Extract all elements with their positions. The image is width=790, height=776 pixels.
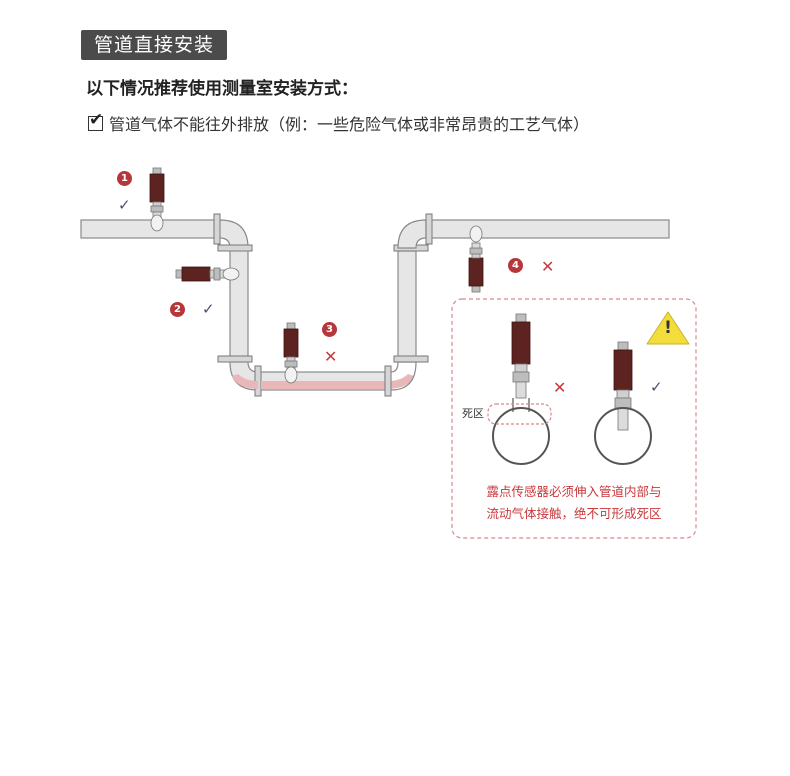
position-1-check-icon: ✓ bbox=[118, 196, 131, 214]
detail-sensor-good bbox=[594, 341, 652, 465]
position-1-badge: 1 bbox=[117, 171, 132, 186]
position-4-cross-icon: ✕ bbox=[541, 257, 555, 276]
dead-zone-label: 死区 bbox=[462, 407, 484, 420]
sensor-3 bbox=[283, 322, 299, 384]
sensor-4 bbox=[468, 225, 484, 293]
detail-box bbox=[451, 298, 697, 539]
section-title: 管道直接安装 bbox=[81, 30, 228, 60]
pipe-elbow-1 bbox=[219, 219, 249, 249]
pipe-flange bbox=[393, 355, 429, 363]
pipe-flange bbox=[217, 244, 253, 252]
sensor-2 bbox=[175, 266, 240, 282]
pipe-left-vertical bbox=[229, 250, 249, 358]
position-3-badge: 3 bbox=[322, 322, 337, 337]
check-item-text: 管道气体不能往外排放（例：一些危险气体或非常昂贵的工艺气体） bbox=[109, 115, 590, 134]
subtitle: 以下情况推荐使用测量室安装方式： bbox=[86, 79, 358, 99]
position-3-cross-icon: ✕ bbox=[324, 347, 338, 366]
pipe-left-horizontal bbox=[80, 213, 221, 245]
position-2-check-icon: ✓ bbox=[202, 300, 215, 318]
detail-sensor-bad bbox=[487, 313, 552, 465]
detail-bad-cross-icon: ✕ bbox=[553, 378, 567, 397]
pipe-right-vertical bbox=[397, 250, 417, 357]
note-line-1: 露点传感器必须伸入管道内部与 bbox=[486, 484, 662, 499]
position-4-badge: 4 bbox=[508, 258, 523, 273]
detail-good-check-icon: ✓ bbox=[650, 378, 663, 396]
sensor-1 bbox=[149, 167, 165, 232]
condensate-layer bbox=[261, 381, 385, 389]
warning-exclamation: ! bbox=[664, 318, 672, 338]
warning-icon bbox=[646, 311, 690, 345]
pipe-flange bbox=[217, 355, 253, 363]
check-item: 管道气体不能往外排放（例：一些危险气体或非常昂贵的工艺气体） bbox=[88, 110, 590, 135]
condensate-elbow-left bbox=[232, 374, 258, 389]
pipe-flange bbox=[425, 213, 433, 245]
position-2-badge: 2 bbox=[170, 302, 185, 317]
note-line-2: 流动气体接触，绝不可形成死区 bbox=[486, 506, 662, 521]
dead-zone-outline bbox=[487, 403, 552, 425]
pipe-right-horizontal bbox=[431, 219, 670, 239]
checkbox-checked-icon bbox=[88, 110, 103, 131]
pipe-flange bbox=[384, 365, 392, 397]
condensate-elbow-right bbox=[388, 374, 414, 389]
pipe-elbow-4 bbox=[397, 219, 427, 249]
